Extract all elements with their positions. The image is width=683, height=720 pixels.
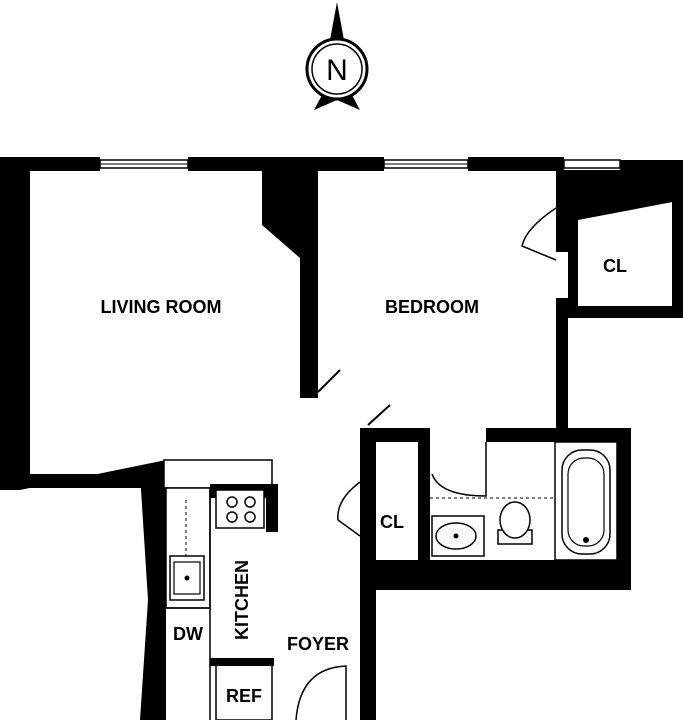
toilet-icon: [497, 501, 533, 545]
bathroom-door: [431, 442, 487, 497]
top-exterior-wall: [0, 157, 683, 171]
living-room-label: LIVING ROOM: [101, 297, 222, 317]
stove-icon: [215, 489, 265, 529]
bedroom-closet-label: CL: [603, 256, 627, 276]
kitchen-sink-icon: [169, 555, 205, 601]
bath-top-left-wall: [360, 428, 430, 470]
living-bedroom-wall: [300, 170, 318, 398]
kitchen-label: KITCHEN: [232, 560, 252, 640]
refrigerator-outline: [215, 663, 273, 720]
foyer-label: FOYER: [287, 634, 349, 654]
foyer-east-wall: [360, 575, 376, 720]
living-room-bottom-wall: [30, 474, 165, 488]
bedroom-closet-bottom-wall: [568, 306, 683, 318]
bedroom-east-wall: [556, 298, 568, 430]
bath-west-wall: [418, 428, 430, 588]
window-east: [563, 159, 621, 169]
bathtub-icon: [554, 441, 618, 561]
kitchen-upper-counter: [163, 459, 273, 489]
bathroom-sink-icon: [431, 515, 485, 557]
bedroom-door-leaf: [317, 369, 341, 393]
north-compass-icon: N: [305, 2, 369, 110]
entry-door: [295, 665, 347, 720]
refrigerator-label: REF: [226, 686, 262, 706]
foyer-closet-label: CL: [380, 512, 404, 532]
bedroom-door-leaf-2: [367, 404, 391, 426]
foyer-closet-wall: [360, 442, 376, 590]
bedroom-closet-top: [556, 170, 683, 220]
kitchen-west-wall: [140, 474, 166, 720]
bath-bottom-wall: [360, 560, 631, 590]
bath-top-wall: [486, 428, 631, 442]
bath-east-wall: [617, 428, 631, 590]
foyer-closet-door: [337, 481, 361, 537]
bedroom-label: BEDROOM: [385, 297, 479, 317]
left-exterior-wall: [0, 157, 166, 490]
bedroom-closet-door: [521, 207, 557, 261]
dishwasher-label: DW: [173, 624, 203, 644]
compass-letter: N: [326, 54, 348, 87]
